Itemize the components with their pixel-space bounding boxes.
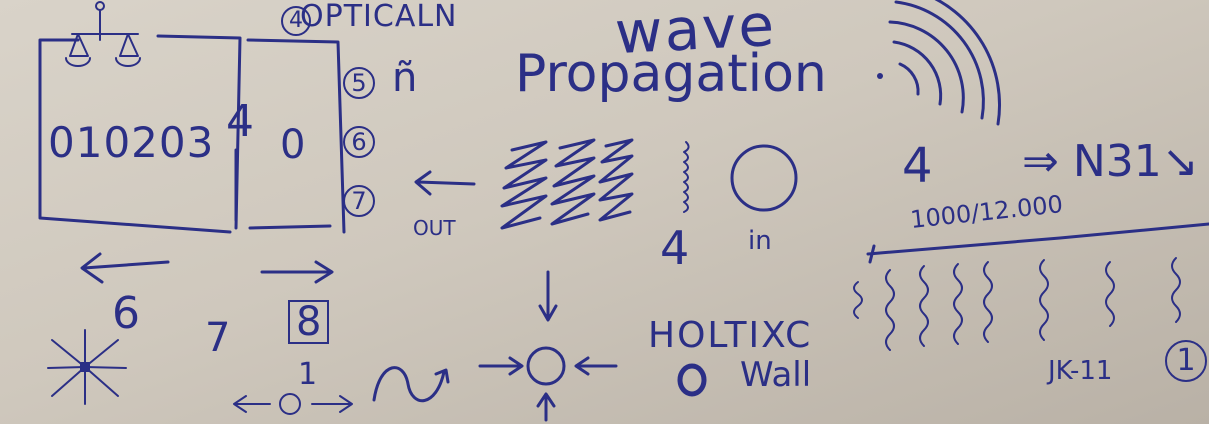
four-left: 4 [226, 96, 254, 147]
one-small-label: 1 [298, 357, 318, 392]
arrow-right-eight [260, 260, 334, 284]
title-propagation: Propagation [515, 44, 827, 104]
circle-in [730, 144, 798, 212]
right-baseline [866, 222, 1209, 256]
eight-boxed: 8 [288, 300, 330, 344]
wavy-lines [853, 257, 1181, 351]
number-6: 6 [343, 126, 375, 158]
seven-label: 7 [205, 315, 231, 361]
wall-label: Wall [740, 355, 812, 395]
arrow-into-node-left [478, 356, 524, 376]
glyph-mark: ñ [392, 55, 418, 101]
arrow-into-node-right [574, 356, 618, 376]
center-node-circle [526, 346, 566, 386]
out-label: OUT [413, 216, 456, 240]
number-7: 7 [343, 185, 375, 217]
number-5: 5 [343, 67, 375, 99]
star-node-icon [47, 329, 127, 405]
down-arrow [538, 270, 558, 322]
small-node [279, 393, 301, 415]
sine-wave [372, 366, 450, 403]
arrow-left-out [414, 170, 476, 196]
signal-waves-icon [877, 0, 1002, 126]
four-right: 4 [902, 138, 933, 194]
one-circled: 1 [1165, 340, 1207, 382]
spring-zigzag-1 [500, 140, 548, 230]
spring-zigzag-2 [550, 138, 596, 226]
four-center: 4 [660, 221, 690, 275]
jk-label: JK-11 [1048, 356, 1113, 386]
six-label: 6 [112, 288, 140, 339]
right-baseline-tick [868, 244, 876, 264]
arrow-left-six [80, 252, 170, 284]
small-node-arrows [233, 395, 353, 413]
spring-zigzag-3 [598, 138, 634, 222]
optical-label: OPTICALN [300, 0, 458, 34]
zero-label: 0 [280, 122, 306, 168]
arrow-into-node-bottom [536, 392, 556, 422]
right-expression: ⇒ N31↘ ↻ [1022, 136, 1209, 187]
optical-number: 4 [281, 6, 311, 36]
holtixc-label: HOLTIXC [648, 315, 813, 356]
in-label: in [748, 226, 772, 256]
balance-scale-icon [65, 1, 141, 67]
left-box-frame [38, 34, 242, 234]
box-digits: 010203 [48, 118, 215, 167]
thin-coil [683, 141, 690, 213]
wall-dot [677, 363, 707, 397]
